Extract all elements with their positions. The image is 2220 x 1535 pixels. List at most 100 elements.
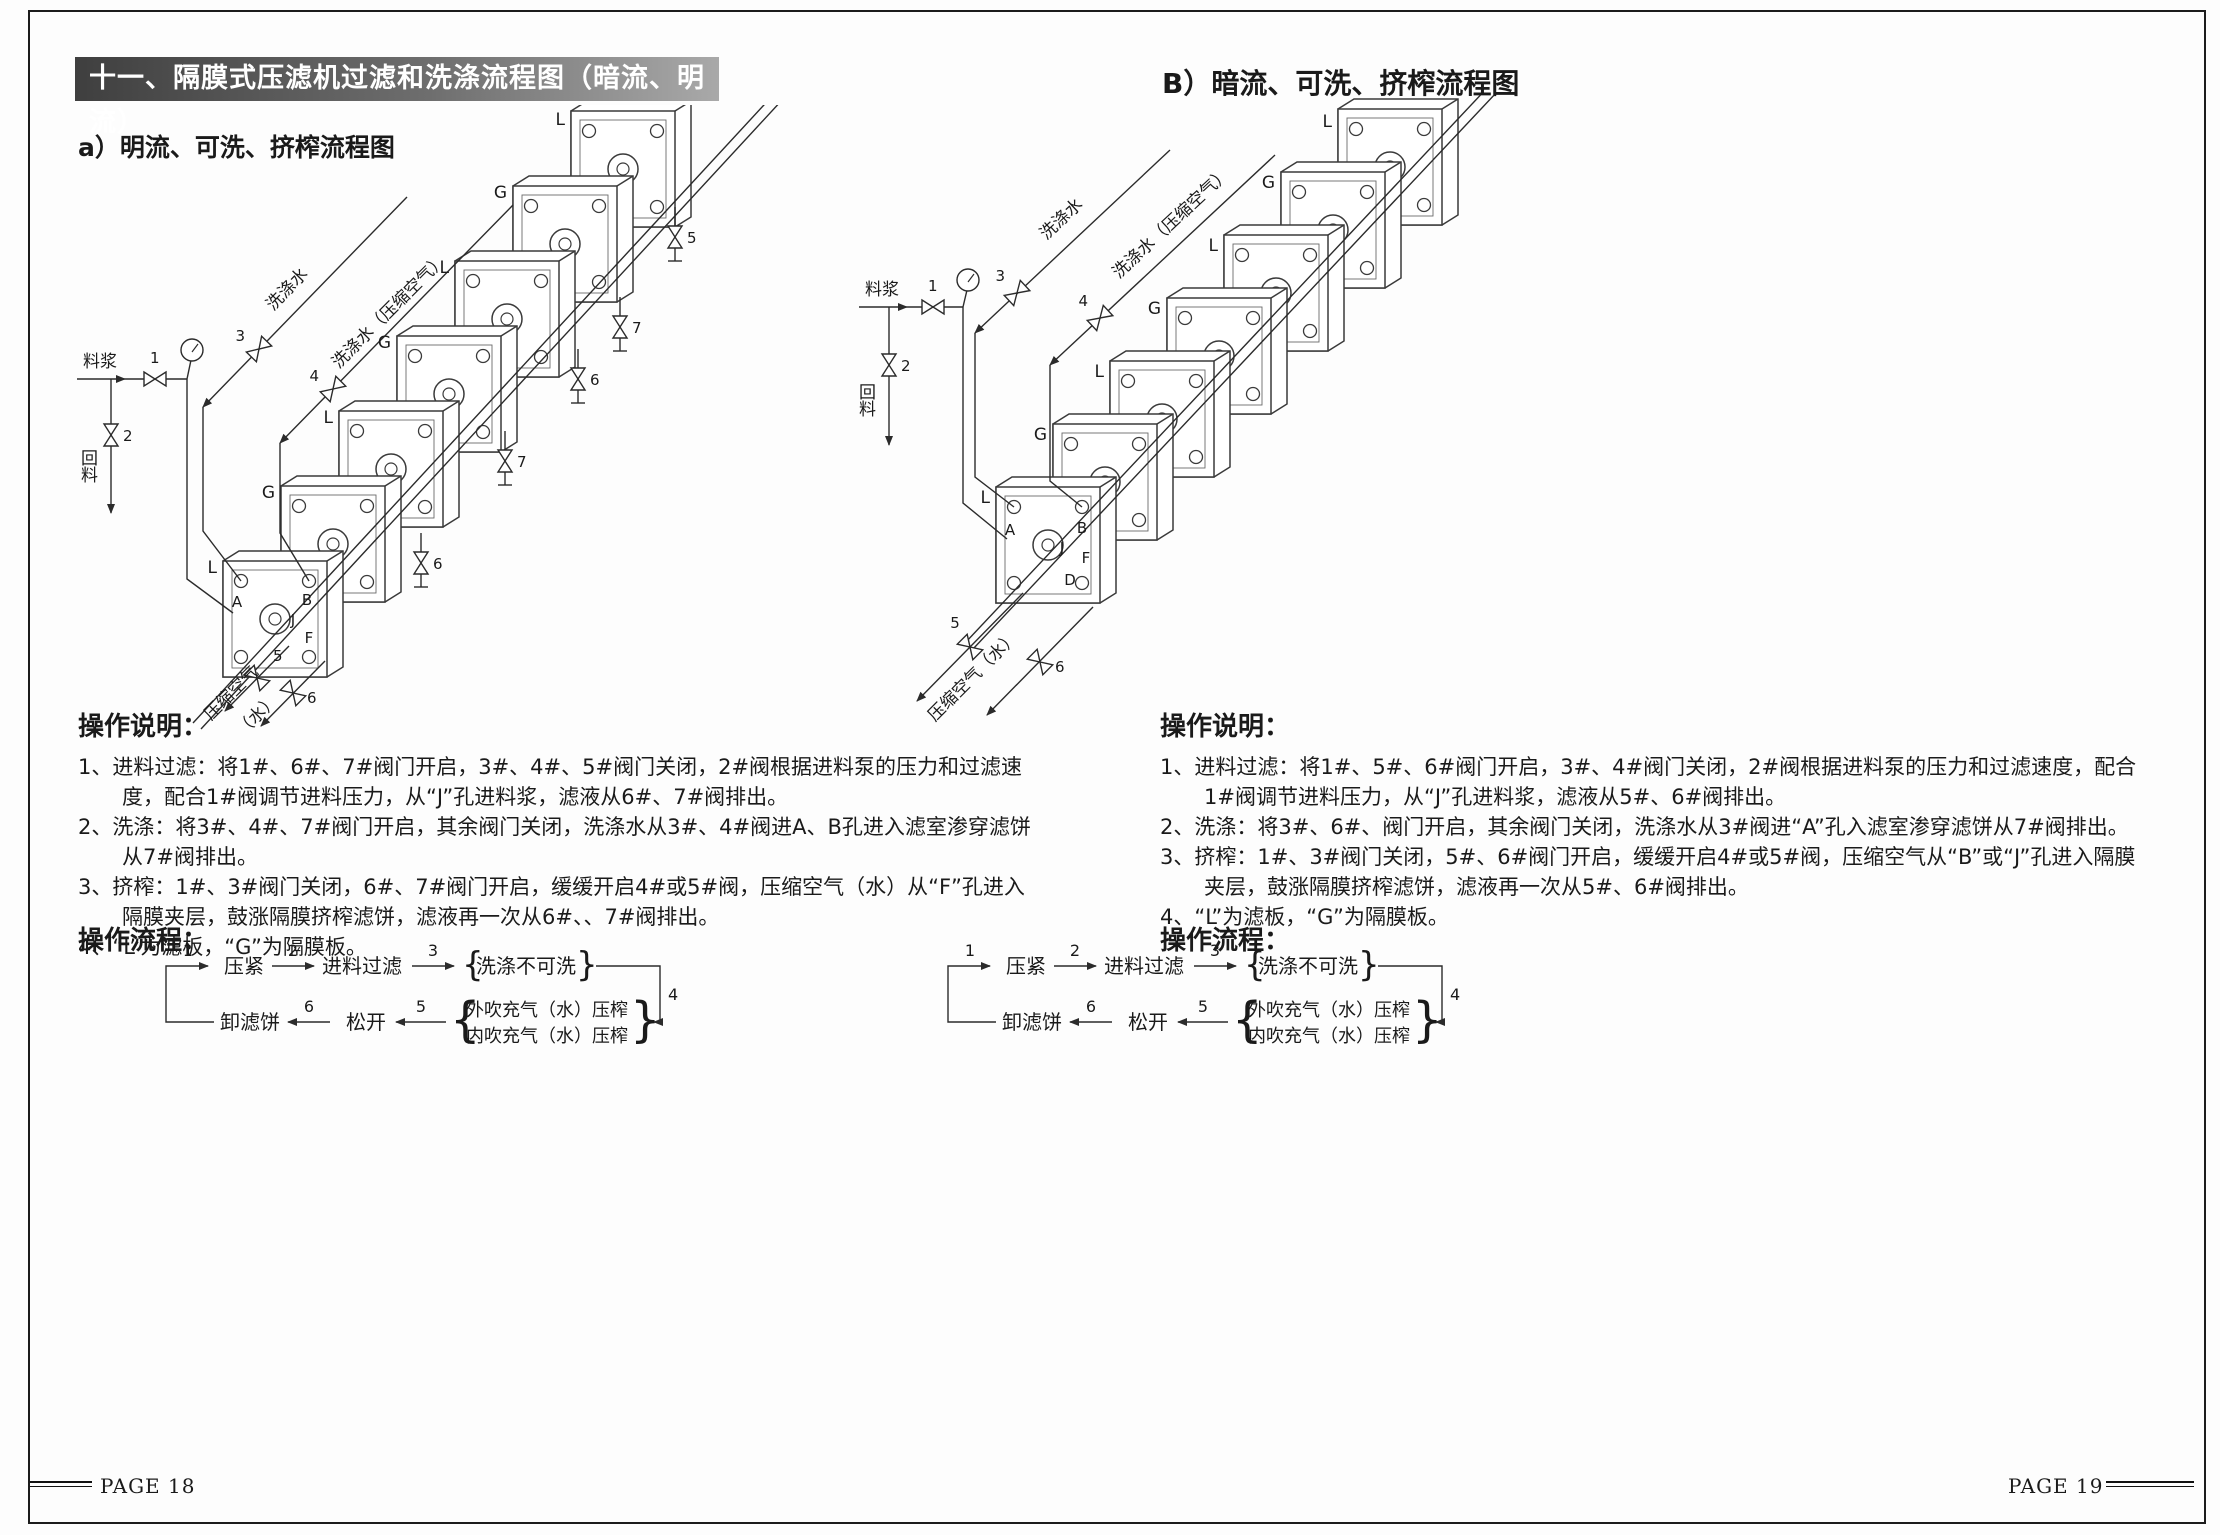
brace: } <box>1412 992 1443 1048</box>
flow-loosen: 松开 <box>1128 1010 1168 1034</box>
tie-rod <box>964 95 1496 650</box>
plate-label: G <box>1034 425 1047 445</box>
port-labels: A B J F <box>232 591 313 647</box>
plate-label: G <box>378 333 391 353</box>
plate-stack <box>222 105 692 678</box>
valve-number: 1 <box>150 349 160 367</box>
brace: } <box>1358 945 1380 985</box>
flow-title-left: 操作流程： <box>78 926 209 956</box>
valve-number: 3 <box>995 267 1005 285</box>
valve-icon <box>413 551 429 575</box>
instructions-title: 操作说明： <box>1160 712 1291 742</box>
page-border <box>28 10 2206 1524</box>
valve-icon <box>921 299 945 315</box>
flow-title-right: 操作流程： <box>1160 926 1291 956</box>
valve-number: 7 <box>517 453 527 471</box>
valve-number: 2 <box>123 427 133 445</box>
flow-step-number: 3 <box>1210 944 1220 960</box>
plate-label: L <box>1209 236 1219 256</box>
flow-step-number: 1 <box>183 944 193 960</box>
flow-unload: 卸滤饼 <box>220 1010 280 1034</box>
flow-step-number: 3 <box>428 944 438 960</box>
valve-icon <box>143 371 167 387</box>
valve-number: 7 <box>632 319 642 337</box>
plate-label: L <box>1323 112 1333 132</box>
feed-label: 料浆 <box>865 280 899 300</box>
valve-number: 6 <box>307 689 317 707</box>
port-label-d: D <box>1064 571 1076 589</box>
valve-number: 6 <box>433 555 443 573</box>
section-header-bar: 十一、隔膜式压滤机过滤和洗涤流程图（暗流、明流） <box>75 57 719 138</box>
port-label-f: F <box>1082 549 1091 567</box>
port-label-b: B <box>302 591 312 609</box>
left-diagram-title: a）明流、可洗、挤榨流程图 <box>78 133 395 162</box>
brace: { <box>1232 992 1263 1048</box>
section-header-text: 十一、隔膜式压滤机过滤和洗涤流程图（暗流、明流） <box>89 63 705 138</box>
valve-number: 6 <box>1055 658 1065 676</box>
port-label-b: B <box>1077 519 1087 537</box>
brace: } <box>576 945 598 985</box>
valve-icon <box>612 315 628 339</box>
wash-water-label: 洗涤水 <box>1036 195 1087 244</box>
valve-icon <box>881 353 897 377</box>
return-label: 回料 <box>77 449 98 483</box>
valve-number: 4 <box>1078 292 1088 310</box>
valve-number: 3 <box>235 327 245 345</box>
plate-label: L <box>981 488 991 508</box>
flow-press: 压紧 <box>224 954 264 978</box>
port-label-j: J <box>290 611 295 629</box>
flow-feed: 进料过滤 <box>322 954 402 978</box>
feed-line: 料浆 1 2 回料 <box>77 338 234 614</box>
port-label-f: F <box>305 629 314 647</box>
return-label: 回料 <box>855 383 876 417</box>
page-number-left: PAGE 18 <box>100 1474 196 1498</box>
wash-air-label: 洗涤水（压缩空气） <box>1109 164 1235 283</box>
flow-unload: 卸滤饼 <box>1002 1010 1062 1034</box>
flow-step-number: 6 <box>1086 997 1096 1016</box>
footer-rule-left <box>30 1481 92 1487</box>
flow-press: 压紧 <box>1006 954 1046 978</box>
filter-plate <box>222 550 344 678</box>
brace: { <box>462 945 484 985</box>
flow-chart-left: 1 压紧 2 进料过滤 3 { 洗涤不可洗 } 4 卸滤饼 6 松开 5 { 外… <box>165 944 678 1048</box>
flow-step-number: 4 <box>668 985 678 1004</box>
brace: } <box>630 992 661 1048</box>
flow-loosen: 松开 <box>346 1010 386 1034</box>
plate-label: L <box>208 558 218 578</box>
plate-label: L <box>324 408 334 428</box>
page-number-right: PAGE 19 <box>2008 1474 2104 1498</box>
flow-wash: 洗涤不可洗 <box>1258 954 1358 978</box>
instruction-step: 4、“L”为滤板，“G”为隔膜板。 <box>1160 905 1449 929</box>
feed-label: 料浆 <box>83 352 117 372</box>
right-instructions: 操作说明： 1、进料过滤：将1#、5#、6#阀门开启，3#、4#阀门关闭，2#阀… <box>1160 706 2145 932</box>
port-label-j: J <box>1059 539 1064 557</box>
flow-step-number: 1 <box>965 944 975 960</box>
flow-step-number: 5 <box>416 997 426 1016</box>
plate-label: L <box>1095 362 1105 382</box>
valve-number: 2 <box>901 357 911 375</box>
plate-label: G <box>1148 299 1161 319</box>
plate-labels: L G L G L G L <box>208 110 566 578</box>
instruction-step: 1、进料过滤：将1#、5#、6#阀门开启，3#、4#阀门关闭，2#阀根据进料泵的… <box>1160 755 2137 809</box>
valve-number: 5 <box>950 614 960 632</box>
outlet-branches: 5 7 6 7 6 <box>413 207 697 588</box>
flow-feed: 进料过滤 <box>1104 954 1184 978</box>
port-labels: A B J F D <box>1005 519 1090 589</box>
flow-step-number: 2 <box>288 944 298 960</box>
valve-icon <box>103 423 119 447</box>
flow-squeeze-in: 内吹充气（水）压榨 <box>1248 1026 1410 1047</box>
valve-number: 4 <box>309 367 319 385</box>
pressure-gauge-icon <box>180 338 204 362</box>
plate-label: L <box>556 110 566 130</box>
instruction-step: 2、洗涤：将3#、4#、7#阀门开启，其余阀门关闭，洗涤水从3#、4#阀进A、B… <box>78 815 1031 869</box>
instructions-title: 操作说明： <box>78 712 209 742</box>
valve-icon <box>570 367 586 391</box>
flow-step-number: 2 <box>1070 944 1080 960</box>
pressure-gauge-icon <box>956 268 980 292</box>
port-label-a: A <box>1005 521 1016 539</box>
valve-icon <box>497 449 513 473</box>
port-label-a: A <box>232 593 243 611</box>
instruction-step: 4、“L”为滤板，“G”为隔膜板。 <box>78 935 367 959</box>
flow-wash: 洗涤不可洗 <box>476 954 576 978</box>
wash-water-label: 洗涤水 <box>262 264 312 315</box>
